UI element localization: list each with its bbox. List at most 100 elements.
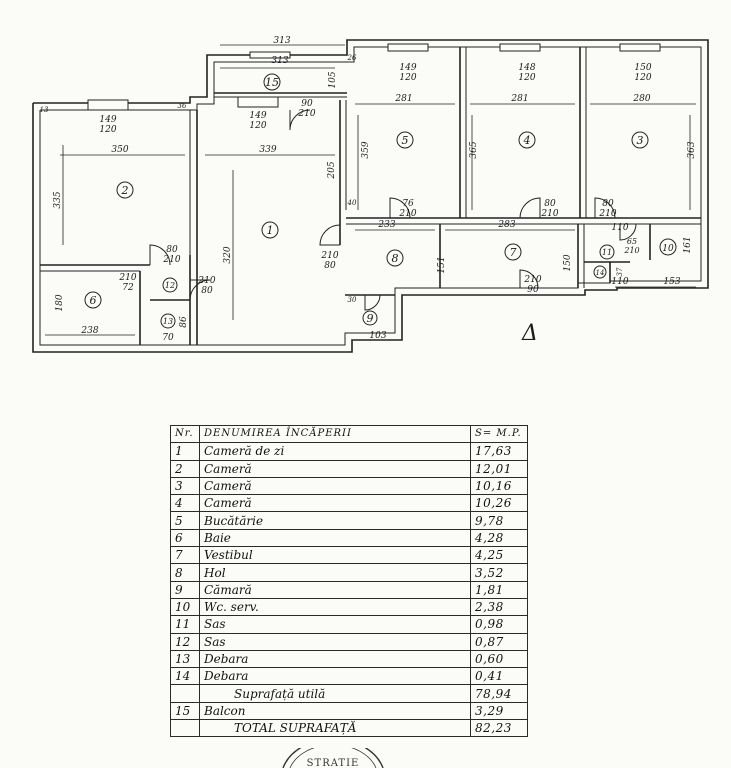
room-4-number: 4 <box>523 134 531 147</box>
row-nr: 10 <box>170 597 200 617</box>
row-nr: 12 <box>170 632 200 651</box>
dim-wc-width: 153 <box>663 277 680 287</box>
row-name: Cameră <box>199 476 471 496</box>
dim-room4-depth: 365 <box>469 141 479 158</box>
official-stamp: STRATIE <box>282 748 384 768</box>
balcony-nr: 15 <box>170 701 200 721</box>
row-area: 10,26 <box>470 494 528 513</box>
room-5-marker <box>396 131 414 149</box>
row-nr: 9 <box>170 580 200 599</box>
room-4-marker <box>518 131 536 149</box>
door-kitchen-h: 210 <box>398 209 416 219</box>
dim-sas11-width: 110 <box>611 223 628 233</box>
row-area: 0,60 <box>470 649 528 669</box>
window-room15 <box>249 51 291 59</box>
door-balcony <box>289 109 311 131</box>
row-area: 2,38 <box>470 597 528 617</box>
door-room4 <box>519 197 541 219</box>
row-area: 1,81 <box>470 580 528 599</box>
stamp-text: STRATIE <box>307 758 360 768</box>
window-room2 <box>87 99 129 111</box>
entrance-arrow: Δ <box>521 321 538 346</box>
room-2-number: 2 <box>121 184 129 197</box>
row-nr: 14 <box>170 667 200 686</box>
dim-debara-width: 70 <box>162 333 174 343</box>
header-area: S= M.P. <box>470 424 528 444</box>
door-sas11 <box>619 223 637 241</box>
row-area: 0,41 <box>470 667 528 686</box>
door-entrance <box>519 269 539 289</box>
row-name: Cameră de zi <box>199 442 471 461</box>
door-room3-w: 80 <box>602 199 614 209</box>
door-room2 <box>149 244 171 266</box>
row-area: 17,63 <box>470 442 528 461</box>
row-name: Sas <box>199 632 471 651</box>
row-area: 12,01 <box>470 459 528 478</box>
subtotal-area: 78,94 <box>470 684 528 703</box>
dim-room5-depth: 359 <box>361 141 371 158</box>
dim-corner-13: 13 <box>40 106 49 114</box>
vertical-dimension-labels: 335 320 205 359 365 363 180 151 150 161 … <box>53 71 697 328</box>
subtotal-label: Suprafață utilă <box>199 684 471 703</box>
row-nr: 7 <box>170 546 200 565</box>
dim-window1-h: 120 <box>249 121 266 131</box>
row-nr: 13 <box>170 649 200 669</box>
row-name: Baie <box>199 528 471 548</box>
dim-window3-w: 150 <box>634 63 651 73</box>
total-area: 82,23 <box>470 719 528 738</box>
dim-window2-w: 149 <box>99 115 116 125</box>
dim-corner-26: 26 <box>347 54 357 62</box>
door-room4-w: 80 <box>544 199 556 209</box>
row-name: Sas <box>199 615 471 634</box>
room-2-marker <box>116 181 134 199</box>
row-nr: 2 <box>170 459 200 478</box>
room-15-marker <box>263 73 281 91</box>
door-sas11-h: 210 <box>623 246 639 255</box>
dim-vestibul-width: 283 <box>497 220 515 230</box>
door-entrance-w: 210 <box>523 275 541 285</box>
room-8-number: 8 <box>392 252 399 265</box>
door-room2-h: 210 <box>162 255 180 265</box>
dim-wc-depth: 161 <box>683 236 693 253</box>
room-1-number: 1 <box>267 224 274 237</box>
total-label: TOTAL SUPRAFAȚĂ <box>199 719 471 738</box>
room-8-marker <box>386 249 404 267</box>
dim-balcony-inner: 313 <box>271 56 288 66</box>
dim-window5-h: 120 <box>399 73 416 83</box>
table-header-row: Nr. DENUMIREA ÎNCĂPERII S= M.P. <box>170 424 528 444</box>
row-name: Vestibul <box>199 546 471 565</box>
dim-balcony-depth: 105 <box>328 71 338 88</box>
dimension-lines <box>45 44 696 336</box>
door-bath-w: 210 <box>118 273 136 283</box>
dim-window4-h: 120 <box>518 73 535 83</box>
dim-window2-h: 120 <box>99 125 116 135</box>
dim-corner-30: 30 <box>348 296 357 304</box>
room-12-marker <box>162 277 178 293</box>
door-room4-h: 210 <box>540 209 558 219</box>
room-9-marker <box>362 310 378 326</box>
room-labels: 1 2 3 4 5 6 7 8 9 10 11 12 13 14 15 <box>84 73 677 329</box>
dim-window3-h: 120 <box>634 73 651 83</box>
row-area: 0,87 <box>470 632 528 651</box>
dim-debara-depth: 86 <box>179 316 189 328</box>
row-name: Wc. serv. <box>199 597 471 617</box>
row-nr: 11 <box>170 615 200 634</box>
balcony-name: Balcon <box>199 701 471 721</box>
dim-room3-width: 280 <box>632 94 650 104</box>
stamp-ring <box>282 748 384 768</box>
dim-corner-36: 36 <box>178 102 187 110</box>
row-nr: 5 <box>170 511 200 530</box>
room-6-number: 6 <box>90 294 97 307</box>
floor-plan-drawing: 1 2 3 4 5 6 7 8 9 10 11 12 13 14 15 313 … <box>32 36 709 353</box>
row-nr: 6 <box>170 528 200 548</box>
row-nr: 8 <box>170 563 200 582</box>
room-14-number: 14 <box>596 269 605 277</box>
dim-room2-depth: 335 <box>53 191 63 208</box>
row-area: 10,16 <box>470 476 528 496</box>
